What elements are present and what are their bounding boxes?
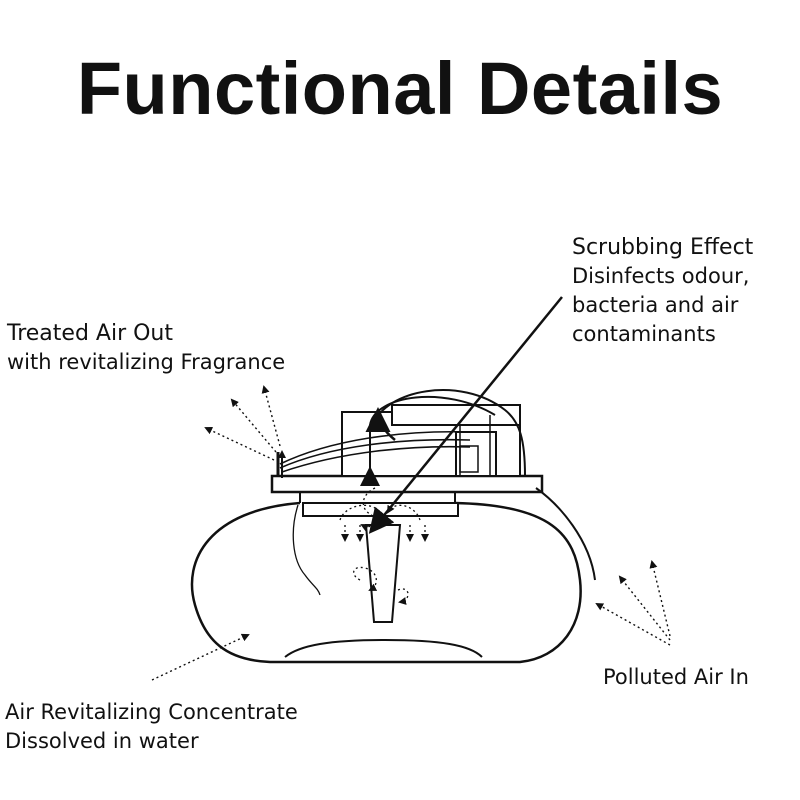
treated-air-arrows: [204, 385, 281, 461]
scrubbing-effect-label: Scrubbing Effect Disinfects odour, bacte…: [572, 233, 753, 349]
lid-collar: [299, 492, 456, 503]
duct-curve: [281, 445, 471, 473]
scrubbing-line: bacteria and air: [572, 293, 739, 317]
polluted-air-arrows: [595, 560, 671, 646]
page-title: Functional Details: [76, 47, 724, 130]
concentrate-line2: Dissolved in water: [5, 729, 199, 753]
scrubbing-line: contaminants: [572, 322, 716, 346]
concentrate-arrow: [151, 633, 250, 681]
fluid-wick-line: [292, 504, 321, 596]
scrubbing-line: Disinfects odour,: [572, 264, 750, 288]
inner-tray: [302, 502, 459, 517]
concentrate-label: Air Revitalizing Concentrate Dissolved i…: [5, 698, 298, 756]
bowl-outline: [190, 501, 582, 664]
diffuser-nozzle: [364, 524, 402, 623]
treated-air-label: Treated Air Out with revitalizing Fragra…: [7, 319, 285, 377]
bowl-base: [284, 638, 483, 658]
scrubbing-heading: Scrubbing Effect: [572, 235, 754, 260]
intake-hose-arrow: [365, 407, 396, 441]
scrubbing-pointer: [368, 296, 563, 534]
concentrate-line1: Air Revitalizing Concentrate: [5, 700, 298, 724]
polluted-air-label: Polluted Air In: [603, 665, 749, 689]
treated-air-heading: Treated Air Out: [7, 321, 173, 346]
return-tube: [535, 487, 596, 581]
housing-divider: [459, 415, 491, 476]
treated-air-detail: with revitalizing Fragrance: [7, 350, 286, 374]
switch-inner: [459, 445, 479, 473]
internal-airflow: [339, 487, 429, 605]
lid-plate: [270, 474, 544, 494]
duct-curve: [279, 430, 471, 465]
